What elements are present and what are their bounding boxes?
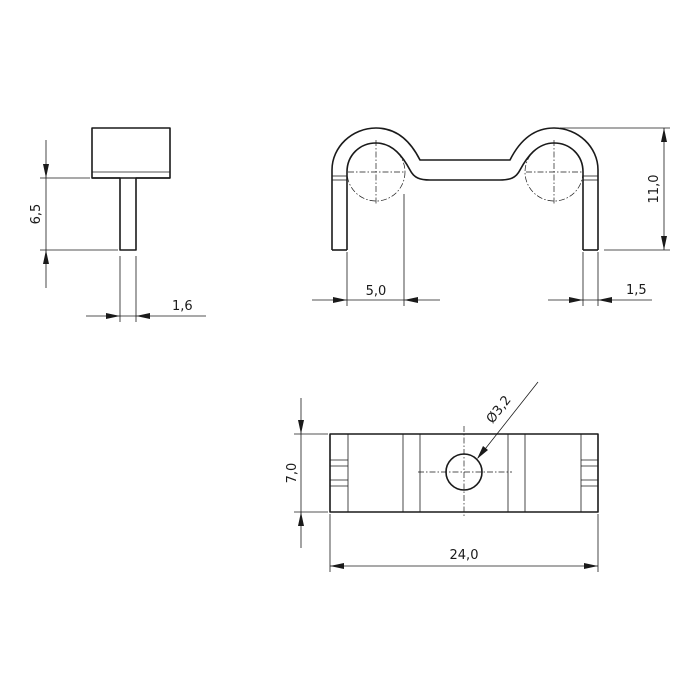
front-view: 11,0 5,0 1,5 (312, 127, 670, 306)
side-view-stem (92, 177, 170, 251)
side-view-head (91, 127, 171, 179)
front-height-label: 11,0 (647, 175, 662, 204)
front-hole-right (524, 142, 584, 202)
side-view: 6,5 1,6 (29, 127, 206, 322)
top-view: Ø3,2 7,0 24,0 (285, 381, 599, 572)
front-view-outer-profile (331, 127, 599, 250)
front-spacing-label: 5,0 (366, 284, 387, 299)
side-height-label: 6,5 (29, 204, 44, 225)
front-view-inner-profile (346, 142, 584, 250)
front-wall-label: 1,5 (626, 283, 647, 298)
top-height-label: 7,0 (285, 463, 300, 484)
hole-diameter-label: Ø3,2 (484, 393, 515, 427)
front-hole-left (346, 142, 406, 202)
side-thickness-label: 1,6 (172, 299, 193, 314)
top-length-label: 24,0 (450, 548, 479, 563)
